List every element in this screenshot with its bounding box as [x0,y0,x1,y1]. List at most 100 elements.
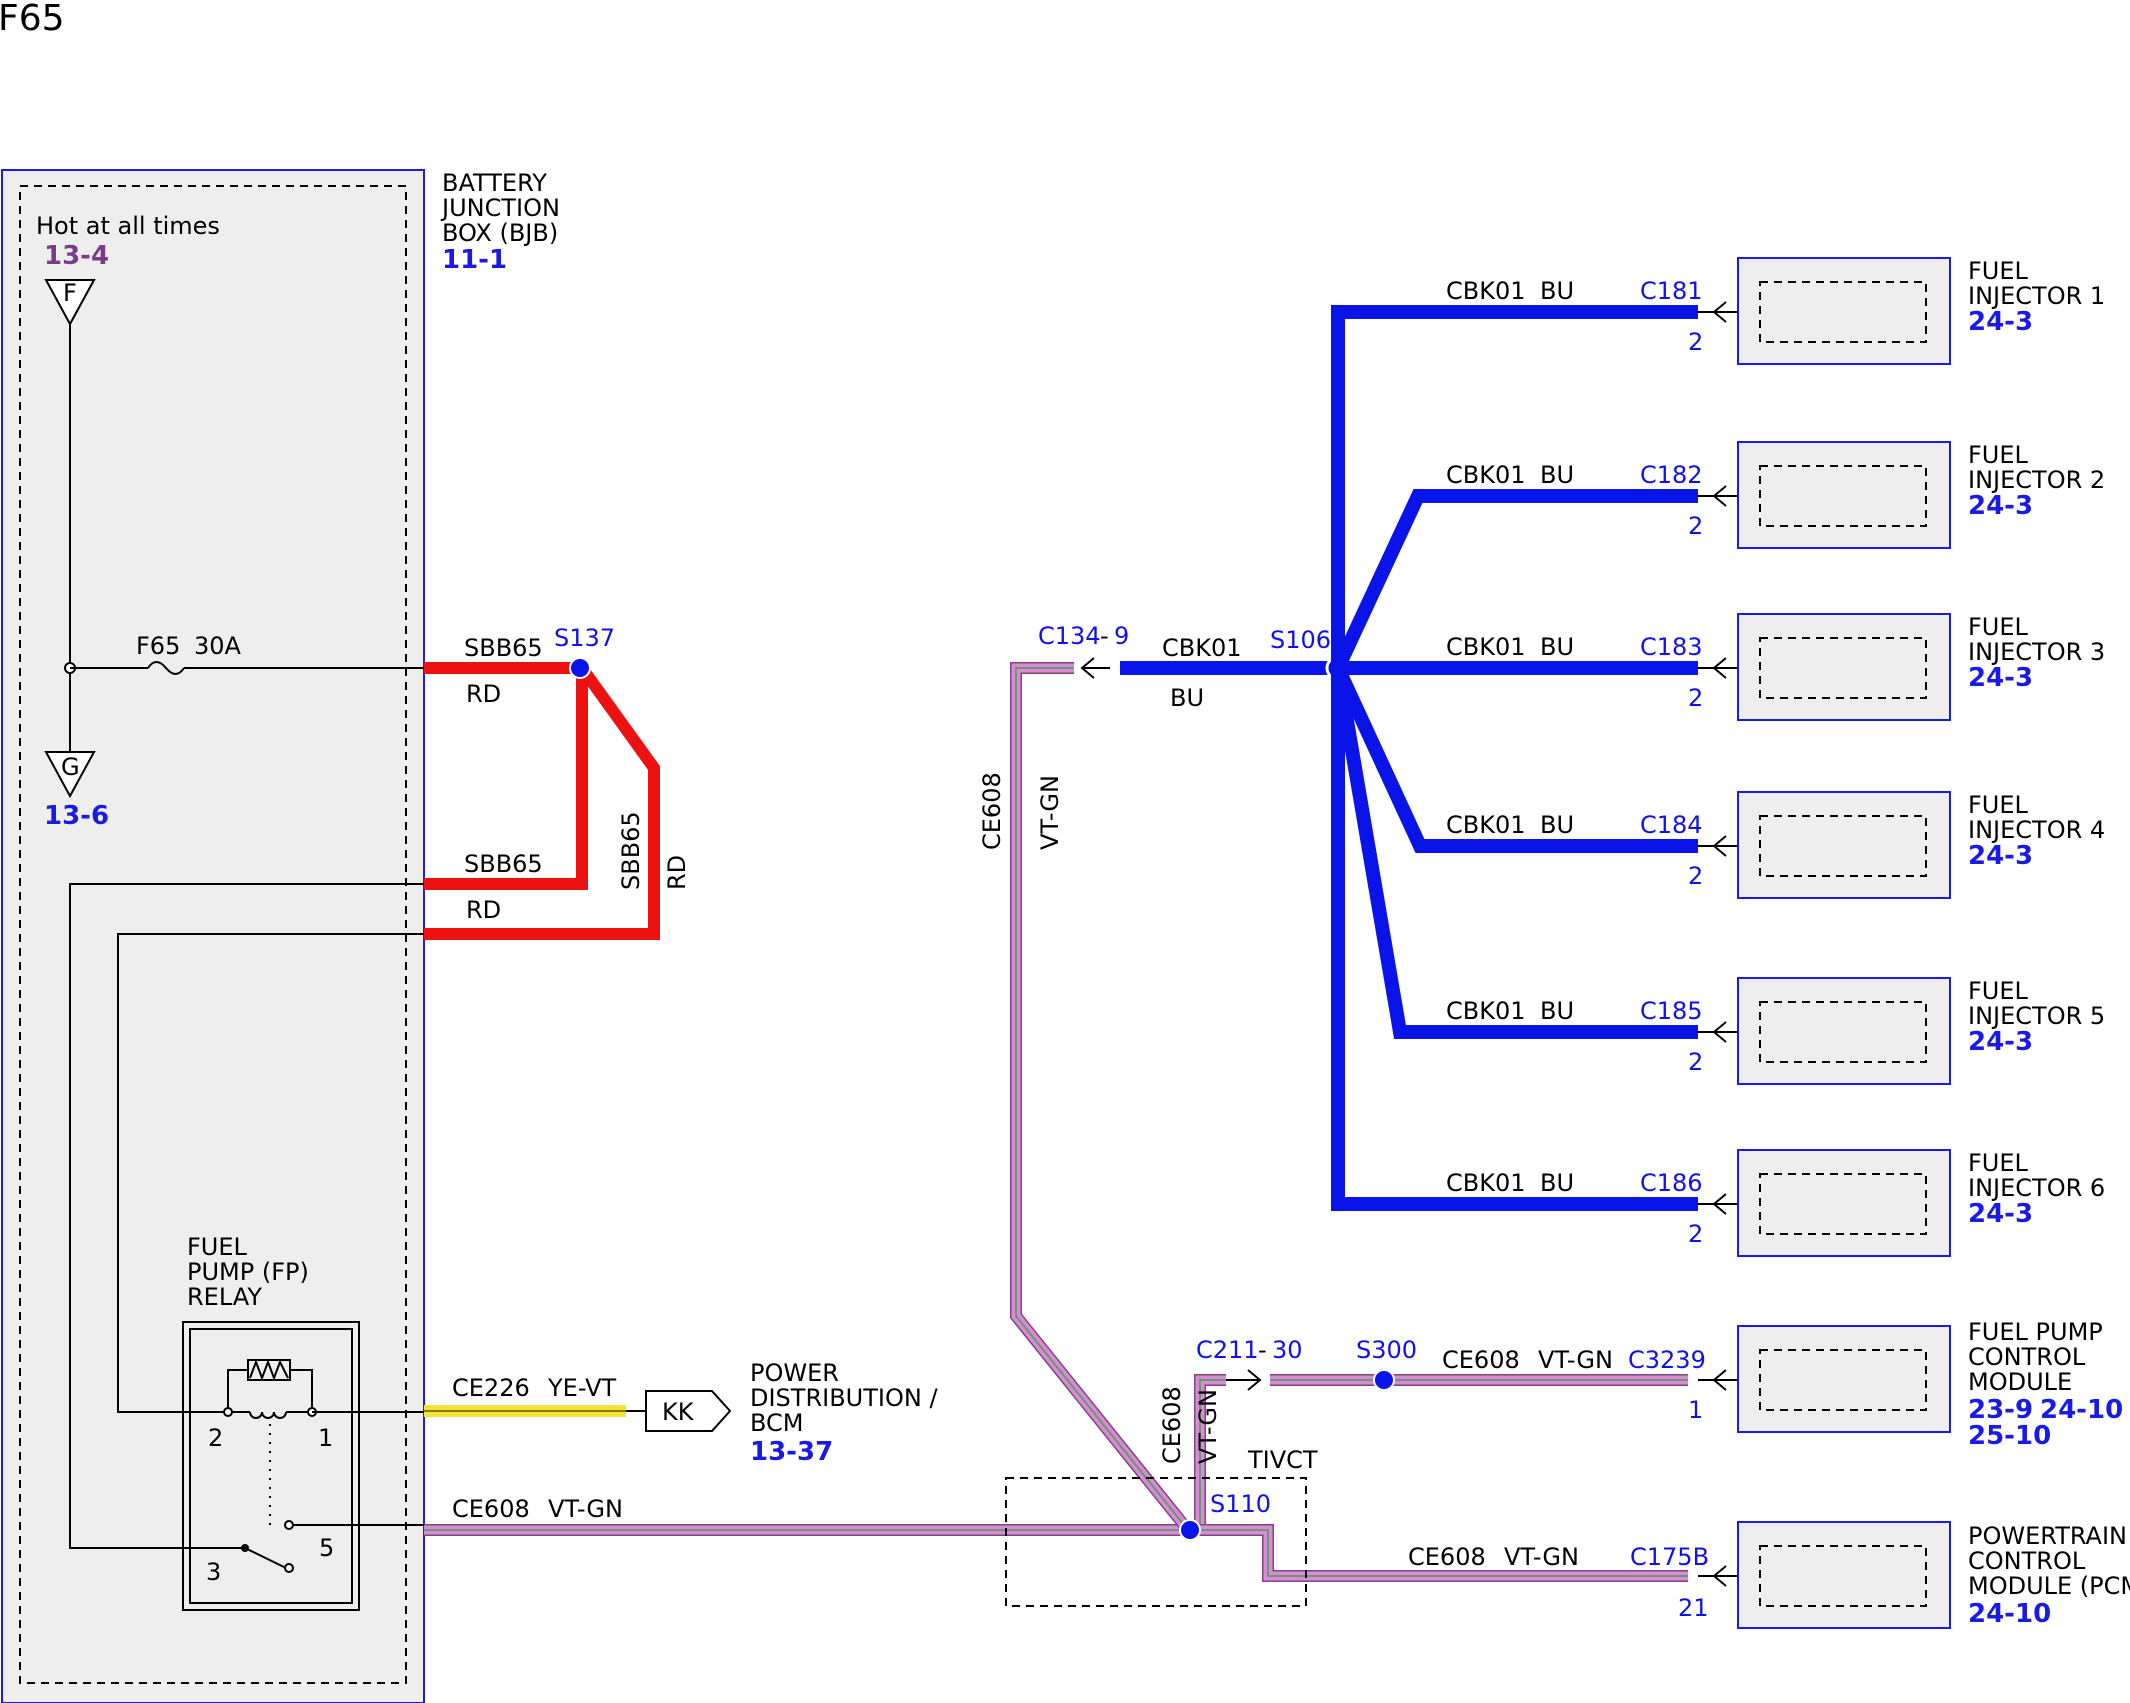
injector-3-wire-color: BU [1540,633,1574,661]
injector-4: CBK01 BU C184 2 FUEL INJECTOR 4 24-3 [1446,791,2105,899]
wire-ce608-fpcm-circuit: CE608 [1442,1346,1520,1374]
injector-3-module-box[interactable] [1737,613,1951,721]
fpcm-reference-link-1[interactable]: 23-9 [1968,1395,2033,1425]
injector-4-internal [1759,815,1927,877]
injector-5-internal [1759,1001,1927,1063]
wire-ce608-c134-to-s110[interactable] [1010,662,1193,1534]
injector-6-reference-link[interactable]: 24-3 [1968,1199,2033,1229]
injector-2-pin: 2 [1688,512,1703,540]
connector-f-label: F [63,279,77,307]
pcm-module-box[interactable] [1737,1521,1951,1629]
injector-1-module-box[interactable] [1737,257,1951,365]
fpcm-module-box[interactable] [1737,1325,1951,1433]
injector-2-module-box[interactable] [1737,441,1951,549]
hot-reference-link[interactable]: 13-4 [44,241,109,271]
injector-5-name-line-1: FUEL [1968,977,2029,1005]
injector-6-pin: 2 [1688,1220,1703,1248]
wire-cbk01-injector-2[interactable] [1331,489,1698,671]
wire-cbk01-injector-1[interactable] [1331,305,1698,668]
fpcm-reference-link-3[interactable]: 25-10 [1968,1421,2051,1451]
fuse-rating: 30A [194,632,242,660]
injector-2-reference-link[interactable]: 24-3 [1968,491,2033,521]
injector-6-module-box[interactable] [1737,1149,1951,1257]
connector-kk-icon[interactable] [645,1390,732,1432]
connector-c134-pin: 9 [1114,622,1129,650]
fpcm-connector[interactable]: C3239 [1628,1346,1706,1374]
injector-2-wire-color: BU [1540,461,1574,489]
injector-3-name-line-1: FUEL [1968,613,2029,641]
injector-4-module-box[interactable] [1737,791,1951,899]
relay-pin2-terminal [223,1407,233,1417]
injector-5-name-line-2: INJECTOR 5 [1968,1002,2105,1030]
wire-cbk01-main-circuit: CBK01 [1162,634,1242,662]
injector-3-connector[interactable]: C183 [1640,633,1703,661]
injector-6-internal [1759,1173,1927,1235]
injector-5-reference-link[interactable]: 24-3 [1968,1027,2033,1057]
power-distribution-line-1: POWER [750,1359,839,1387]
injector-1-reference-link[interactable]: 24-3 [1968,307,2033,337]
wire-cbk01-injector-5[interactable] [1331,666,1698,1039]
injector-2-circuit: CBK01 [1446,461,1526,489]
wire-sbb65-middle[interactable] [424,668,588,890]
relay-pin-2-label: 2 [208,1424,223,1452]
connector-f-icon [44,279,96,327]
injector-4-pin: 2 [1688,862,1703,890]
wire-cbk01-injector-6[interactable] [1331,668,1698,1211]
injector-6-name-line-1: FUEL [1968,1149,2029,1177]
pcm-reference-link[interactable]: 24-10 [1968,1599,2051,1629]
wire-ce608-bjb-circuit: CE608 [452,1495,530,1523]
pcm-connector[interactable]: C175B [1630,1543,1709,1571]
pcm-name-line-1: POWERTRAIN [1968,1522,2127,1550]
relay-switch-rest-terminal [284,1563,294,1573]
wire-sbb65-lower[interactable] [424,664,660,940]
injector-1-circuit: CBK01 [1446,277,1526,305]
bjb-reference-link[interactable]: 11-1 [442,245,507,275]
fpcm-name-line-3: MODULE [1968,1368,2072,1396]
fpcm-reference-link-2[interactable]: 24-10 [2040,1395,2123,1425]
fpcm-name-line-2: CONTROL [1968,1343,2086,1371]
power-distribution-reference-link[interactable]: 13-37 [750,1437,833,1467]
splice-s137-icon[interactable] [569,657,591,679]
injector-6-connector[interactable]: C186 [1640,1169,1703,1197]
relay-name-line-1: FUEL [187,1233,248,1261]
injector-1-connector[interactable]: C181 [1640,277,1703,305]
splice-s110-label: S110 [1210,1490,1271,1518]
relay-pin3-feed-line [69,883,424,1549]
injector-5-connector[interactable]: C185 [1640,997,1703,1025]
wire-sbb65-middle-color: RD [466,896,501,924]
connector-c211-label[interactable]: C211 [1196,1336,1259,1364]
wire-ce608-fpcm-color: VT-GN [1538,1346,1613,1374]
injector-4-name-line-2: INJECTOR 4 [1968,816,2105,844]
wire-ce608-s110-to-pcm[interactable] [1190,1524,1688,1582]
relay-switch-contact-icon [244,1547,287,1569]
battery-junction-box [1,169,425,1703]
injector-3-reference-link[interactable]: 24-3 [1968,663,2033,693]
splice-s300-icon[interactable] [1373,1369,1395,1391]
injector-5-module-box[interactable] [1737,977,1951,1085]
wire-ce608-vertical-circuit: CE608 [978,772,1006,850]
pcm-name-line-2: CONTROL [1968,1547,2086,1575]
fpcm-connector-arrow-icon [1712,1369,1727,1391]
connector-c134-label[interactable]: C134 [1038,622,1101,650]
relay-pin-3-label: 3 [206,1558,221,1586]
injector-2-name-line-1: FUEL [1968,441,2029,469]
relay-name-line-3: RELAY [187,1283,262,1311]
connector-g-icon [44,751,96,799]
injector-4-wire-color: BU [1540,811,1574,839]
splice-s110-icon[interactable] [1179,1519,1201,1541]
injector-2-connector[interactable]: C182 [1640,461,1703,489]
connector-kk-label: KK [662,1398,695,1426]
injector-1-name-line-1: FUEL [1968,257,2029,285]
ground-reference-link[interactable]: 13-6 [44,801,109,831]
injector-2-connector-arrow-icon [1712,485,1727,507]
fuse-f65-icon [147,661,185,675]
bjb-name-line-3: BOX (BJB) [442,219,558,247]
injector-3-connector-arrow-icon [1712,657,1727,679]
wire-cbk01-injector-4[interactable] [1331,665,1698,853]
injector-3-name-line-2: INJECTOR 3 [1968,638,2105,666]
relay-inner-frame[interactable] [189,1328,353,1604]
relay-pin2-feed-line [117,933,424,1413]
injector-1-internal [1759,281,1927,343]
injector-4-connector[interactable]: C184 [1640,811,1703,839]
injector-4-reference-link[interactable]: 24-3 [1968,841,2033,871]
